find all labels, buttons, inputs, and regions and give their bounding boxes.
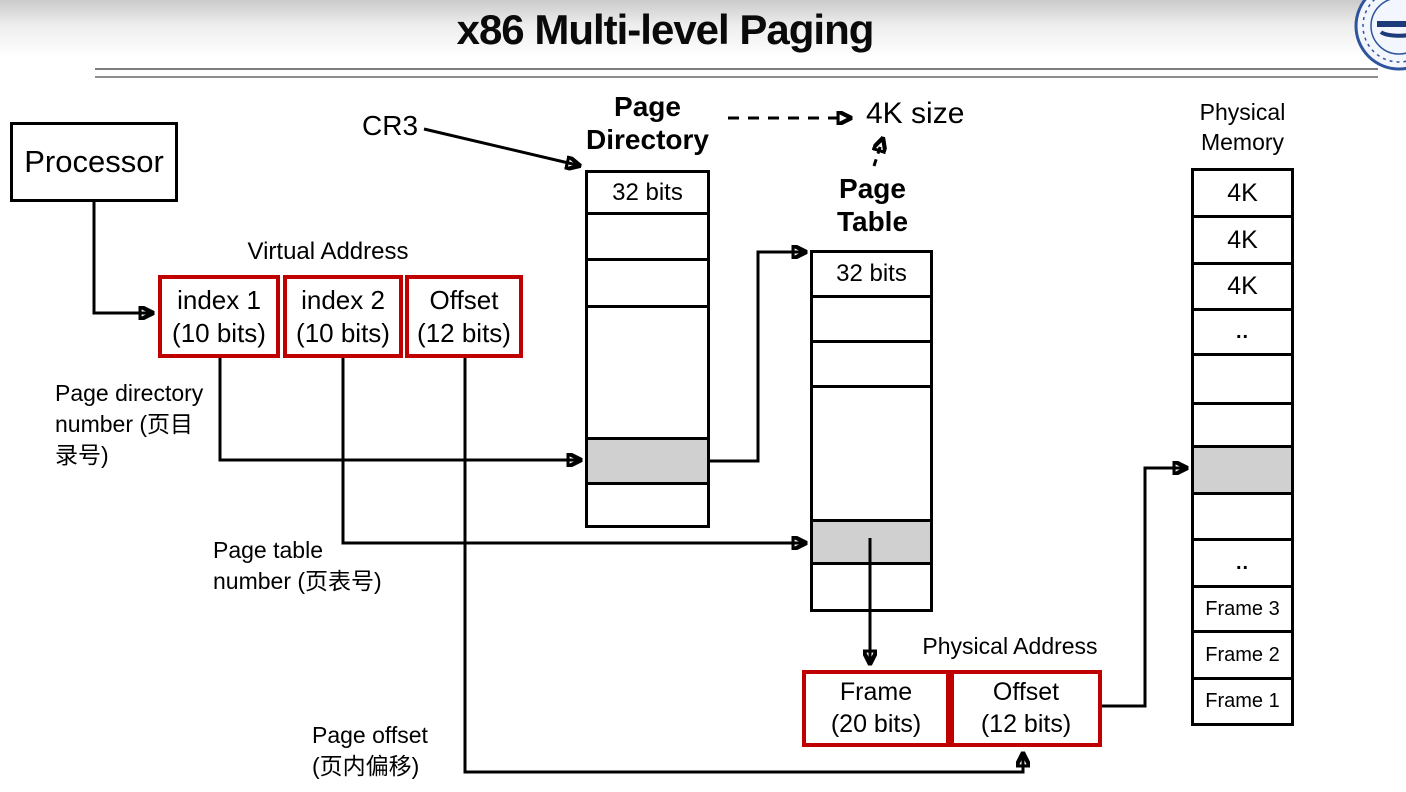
4k-size-label: 4K size bbox=[866, 97, 965, 130]
pm-cell-highlighted bbox=[1194, 448, 1291, 495]
pa-field-offset-bits: (12 bits) bbox=[980, 709, 1072, 738]
arrow-index2-to-page-table-entry bbox=[341, 358, 803, 543]
pm-cell-8: .. bbox=[1194, 541, 1291, 588]
pa-field-frame: Frame (20 bits) bbox=[802, 670, 950, 747]
pd-cell-0: 32 bits bbox=[588, 173, 707, 215]
va-field-index1: index 1 (10 bits) bbox=[158, 275, 280, 358]
pd-cell-1 bbox=[588, 215, 707, 261]
arrow-cr3-to-page-directory bbox=[423, 127, 577, 165]
pm-cell-3: .. bbox=[1194, 311, 1291, 356]
pa-field-frame-bits: (20 bits) bbox=[830, 709, 922, 738]
physical-address-label: Physical Address bbox=[922, 633, 1098, 659]
page-table-table: 32 bits bbox=[810, 250, 933, 612]
va-field-offset-name: Offset bbox=[429, 285, 499, 315]
va-field-index2: index 2 (10 bits) bbox=[283, 275, 403, 358]
title-rule-top bbox=[95, 68, 1378, 70]
arrow-physical-address-to-physical-memory bbox=[1102, 468, 1184, 708]
pa-field-frame-name: Frame bbox=[839, 678, 913, 707]
virtual-address-label: Virtual Address bbox=[247, 238, 409, 265]
pt-cell-3 bbox=[813, 388, 930, 522]
pm-cell-frame2: Frame 2 bbox=[1194, 633, 1291, 680]
page-title: x86 Multi-level Paging bbox=[456, 6, 875, 53]
dashed-arrow-page-table-to-4k-size bbox=[874, 141, 882, 167]
processor-box: Processor bbox=[10, 122, 178, 202]
pd-cell-5 bbox=[588, 485, 707, 525]
pt-cell-5 bbox=[813, 565, 930, 609]
va-field-index1-name: index 1 bbox=[177, 285, 261, 315]
pm-cell-frame3: Frame 3 bbox=[1194, 588, 1291, 633]
arrow-page-directory-to-page-table bbox=[710, 252, 803, 463]
page-table-title: Page Table bbox=[836, 173, 909, 238]
pd-cell-2 bbox=[588, 261, 707, 308]
cr3-label: CR3 bbox=[362, 110, 419, 141]
page-offset-label: Page offset (页内偏移) bbox=[312, 722, 428, 780]
arrow-index1-to-page-directory-entry bbox=[218, 358, 578, 460]
arrow-processor-to-virtual-address bbox=[92, 202, 150, 313]
page-table-number-label: Page table number (页表号) bbox=[213, 537, 382, 595]
title-rule-bottom bbox=[95, 76, 1378, 78]
physical-memory-table: 4K 4K 4K .. .. Frame 3 Frame 2 Frame 1 bbox=[1191, 168, 1294, 726]
pa-field-offset-name: Offset bbox=[992, 678, 1060, 707]
pt-cell-highlighted bbox=[813, 522, 930, 565]
page-directory-table: 32 bits bbox=[585, 170, 710, 528]
page-directory-number-label: Page directory number (页目 录号) bbox=[55, 380, 204, 469]
pd-cell-3 bbox=[588, 308, 707, 440]
pa-field-offset: Offset (12 bits) bbox=[950, 670, 1102, 747]
pm-cell-5 bbox=[1194, 405, 1291, 448]
pt-cell-1 bbox=[813, 298, 930, 343]
va-field-index2-name: index 2 bbox=[301, 285, 385, 315]
pm-cell-7 bbox=[1194, 495, 1291, 541]
pm-cell-0: 4K bbox=[1194, 171, 1291, 218]
pm-cell-1: 4K bbox=[1194, 218, 1291, 265]
physical-memory-title: Physical Memory bbox=[1199, 99, 1286, 155]
va-field-offset: Offset (12 bits) bbox=[405, 275, 523, 358]
va-field-index2-bits: (10 bits) bbox=[296, 317, 390, 348]
pm-cell-frame1: Frame 1 bbox=[1205, 690, 1280, 712]
university-seal-logo bbox=[1354, 0, 1406, 71]
va-field-index1-bits: (10 bits) bbox=[172, 317, 266, 348]
pm-cell-4 bbox=[1194, 356, 1291, 405]
page-directory-title: Page Directory bbox=[586, 91, 709, 156]
va-field-offset-bits: (12 bits) bbox=[417, 317, 511, 348]
pt-cell-0: 32 bits bbox=[813, 253, 930, 298]
pd-cell-highlighted bbox=[588, 440, 707, 485]
processor-label: Processor bbox=[24, 144, 164, 179]
pt-cell-2 bbox=[813, 343, 930, 388]
pm-cell-2: 4K bbox=[1194, 265, 1291, 311]
